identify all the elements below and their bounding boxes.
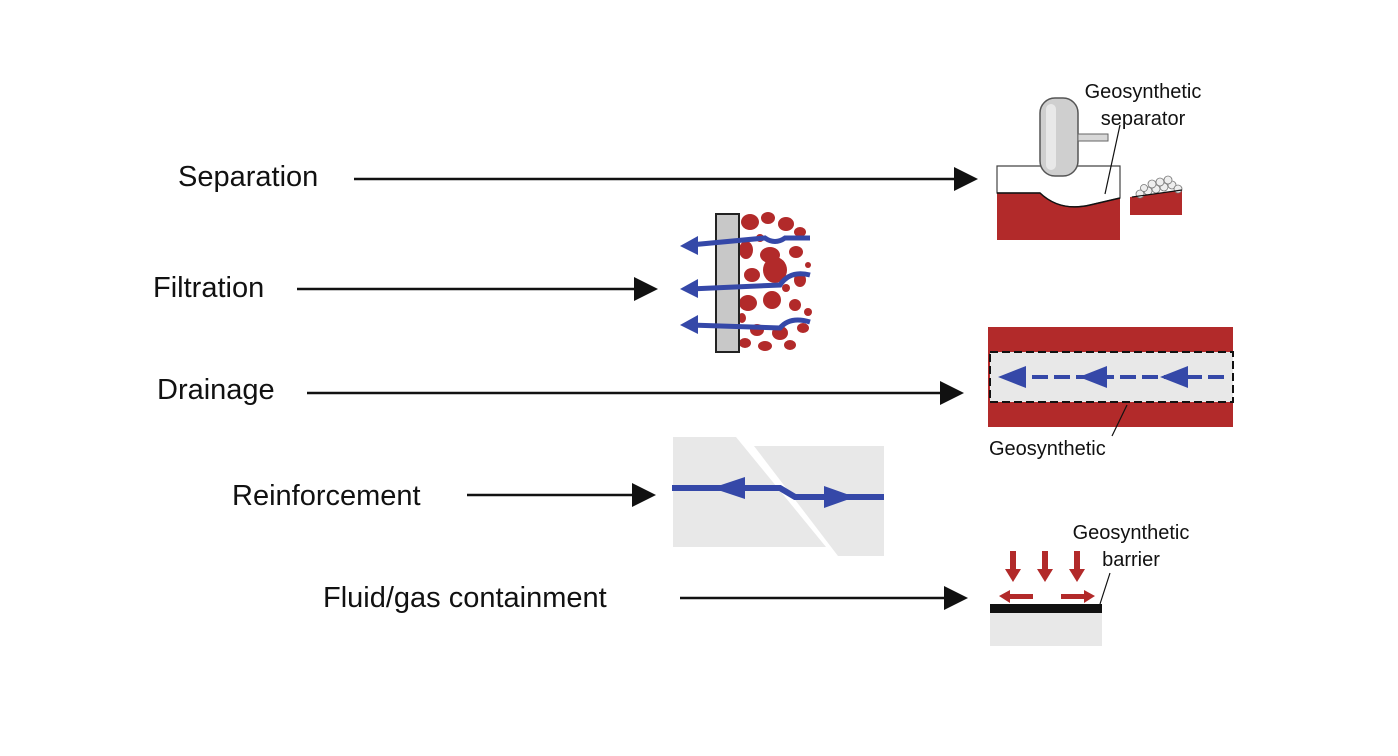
separator-label-line1: Geosynthetic: [1085, 81, 1202, 103]
separator-label-line2: separator: [1101, 108, 1186, 130]
label-fluid-gas-containment: Fluid/gas containment: [323, 582, 607, 614]
barrier-label-line1: Geosynthetic: [1073, 522, 1190, 544]
separation-illustration: Geosynthetic separator: [996, 81, 1202, 240]
arrow-drainage: [307, 381, 964, 405]
label-drainage: Drainage: [157, 374, 275, 406]
arrow-containment: [680, 586, 968, 610]
reinforcement-illustration: [672, 437, 884, 556]
label-filtration: Filtration: [153, 272, 264, 304]
connector-arrows: [297, 167, 978, 610]
filtration-illustration: [680, 212, 812, 353]
arrow-filtration: [297, 277, 658, 301]
containment-illustration: Geosynthetic barrier: [990, 522, 1189, 646]
arrow-separation: [354, 167, 978, 191]
arrow-reinforcement: [467, 483, 656, 507]
label-separation: Separation: [178, 161, 318, 193]
barrier-label-line2: barrier: [1102, 549, 1160, 571]
drainage-illustration: Geosynthetic: [988, 327, 1234, 460]
drainage-geosynthetic-label: Geosynthetic: [989, 438, 1106, 460]
label-reinforcement: Reinforcement: [232, 480, 421, 512]
